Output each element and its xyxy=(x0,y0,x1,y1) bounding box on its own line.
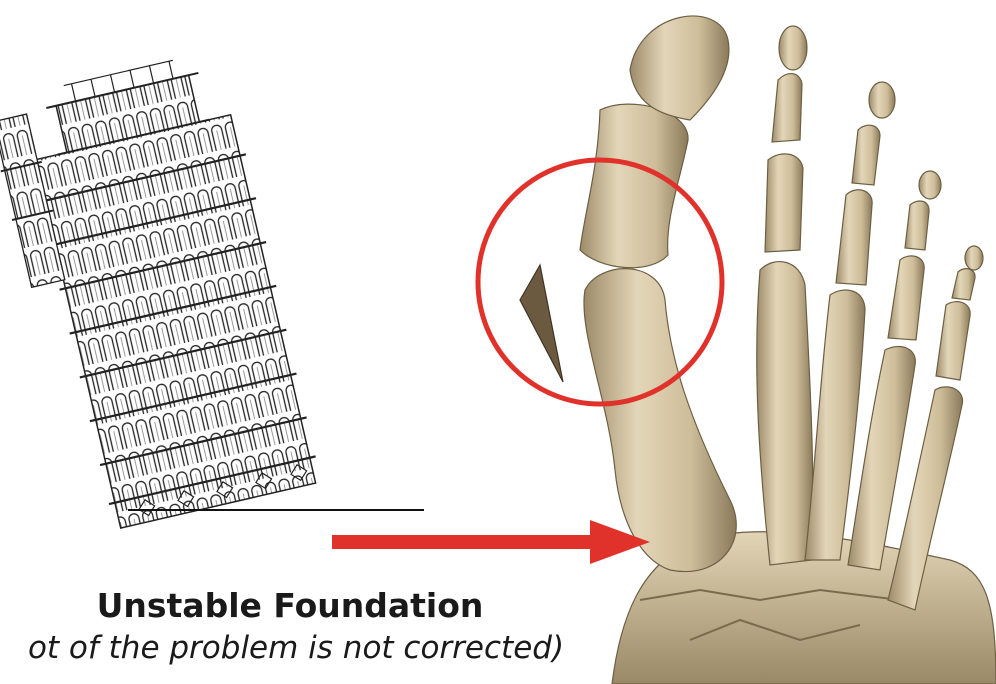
caption-title: Unstable Foundation xyxy=(0,586,580,625)
caption-subtitle: ot of the problem is not corrected) xyxy=(0,630,616,666)
bunion-fragment xyxy=(520,265,563,382)
leaning-tower-illustration xyxy=(0,49,424,529)
red-arrow xyxy=(332,520,650,564)
foot-skeleton-illustration xyxy=(520,16,996,684)
